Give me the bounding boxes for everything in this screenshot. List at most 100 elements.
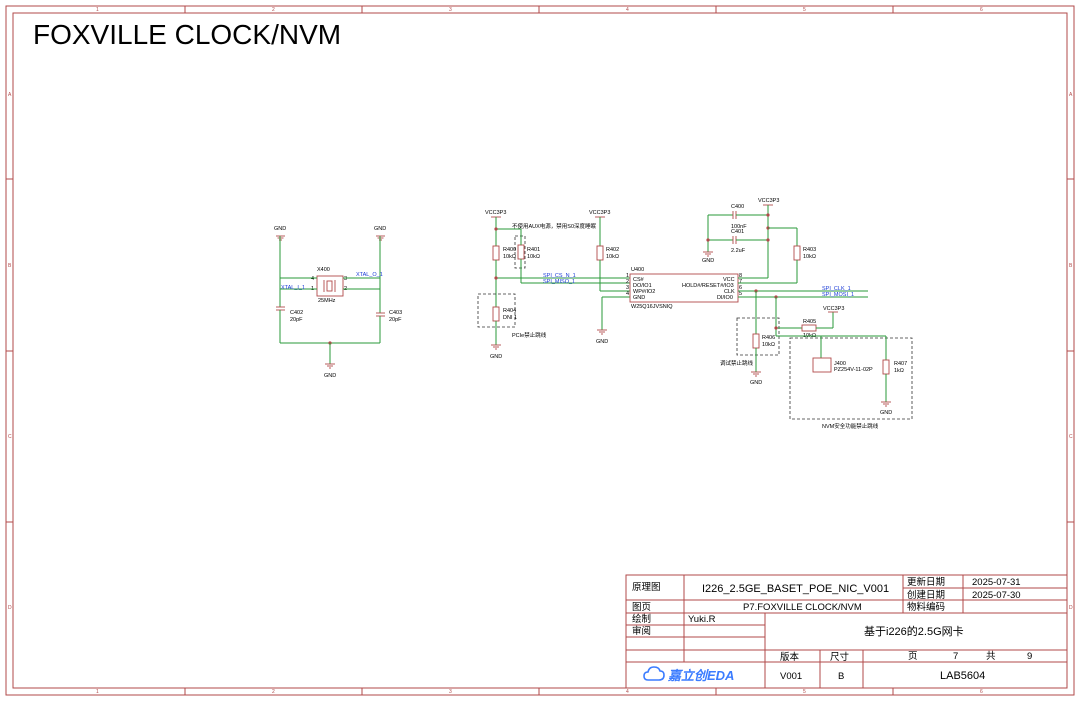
c401-value: 2.2uF	[731, 248, 746, 254]
gnd-label-r404: GND	[490, 354, 502, 360]
crystal-x400	[316, 275, 344, 297]
resistor-r407	[882, 359, 890, 375]
crystal-pin3: 3	[344, 276, 347, 282]
sheet-frame: 1 2 3 4 5 6 1 2 3 4 5 6 A B C D A B C D	[5, 5, 1075, 696]
r402-value: 10kΩ	[606, 254, 619, 260]
size-value: B	[838, 671, 844, 682]
u400-part: W25Q16JVSNIQ	[631, 304, 673, 310]
update-label: 更新日期	[907, 576, 945, 588]
resistor-r400	[492, 245, 500, 261]
net-spi-cs: SPI_CS_N_1	[543, 273, 576, 279]
ruler-bottom-6: 6	[980, 689, 983, 695]
vcc-label-decoupling: VCC3P3	[758, 198, 779, 204]
u400-ref: U400	[631, 267, 644, 273]
drawn-by: Yuki.R	[688, 614, 716, 625]
net-xtal-i: XTAL_I_1	[281, 285, 305, 291]
drawn-label: 绘制	[632, 613, 651, 625]
ruler-left-b: B	[8, 263, 12, 269]
pcie-jumper-note: PCIe禁止跳线	[512, 331, 547, 339]
u400-num5: 5	[739, 291, 742, 297]
u400-pin-do: DO/IO1	[633, 283, 652, 289]
u400-pin-hold: HOLD#/RESET#/IO3	[682, 283, 734, 289]
u400-num7: 7	[739, 279, 742, 285]
resistor-r405	[801, 324, 817, 332]
u400-num2: 2	[626, 279, 629, 285]
u400-num3: 3	[626, 285, 629, 291]
version-value: V001	[780, 671, 802, 682]
gnd-symbol-left	[276, 235, 285, 278]
jumper-box-nvm	[789, 337, 913, 420]
r403-ref: R403	[803, 247, 816, 253]
ruler-bottom-2: 2	[272, 689, 275, 695]
resistor-r404	[492, 306, 500, 322]
clock-circuit: GND GND X400 25MHz 1 2 3 4 XTAL_I_1 XTAL…	[274, 226, 402, 379]
c402-ref: C402	[290, 310, 303, 316]
r403-value: 10kΩ	[803, 254, 816, 260]
gnd-label-decoupling: GND	[702, 258, 714, 264]
page-number: 7	[953, 651, 958, 662]
vcc-label-r402: VCC3P3	[589, 210, 610, 216]
gnd-label-clock: GND	[324, 373, 336, 379]
gnd-label-flash: GND	[596, 339, 608, 345]
create-label: 创建日期	[907, 589, 945, 601]
r407-ref: R407	[894, 361, 907, 367]
debug-jumper-note: 调试禁止跳线	[720, 359, 754, 367]
board-description: 基于i226的2.5G网卡	[864, 624, 964, 638]
project-name: I226_2.5GE_BASET_POE_NIC_V001	[702, 583, 889, 595]
page-title: FOXVILLE CLOCK/NVM	[33, 19, 341, 50]
jumper-box-r401	[514, 235, 526, 269]
total-word: 共	[986, 651, 996, 662]
r404-value: DNI	[503, 315, 513, 321]
eda-logo-text: 嘉立创EDA	[667, 668, 734, 683]
r400-value: 10kΩ	[503, 254, 516, 260]
ruler-top-1: 1	[96, 7, 99, 13]
crystal-ref: X400	[317, 267, 330, 273]
ruler-right-c: C	[1069, 434, 1073, 440]
net-spi-mosi: SPI_MOSI_1	[822, 292, 854, 298]
r401-ref: R401	[527, 247, 540, 253]
ruler-bottom-5: 5	[803, 689, 806, 695]
ruler-top-2: 2	[272, 7, 275, 13]
ruler-top-4: 4	[626, 7, 629, 13]
gnd-label-left: GND	[274, 226, 286, 232]
j400-ref: J400	[834, 361, 846, 367]
ruler-left-d: D	[8, 605, 12, 611]
ruler-bottom-3: 3	[449, 689, 452, 695]
resistor-r402	[596, 245, 604, 261]
material-label: 物料编码	[907, 601, 945, 613]
r400-ref: R400	[503, 247, 516, 253]
net-spi-clk: SPI_CLK_1	[822, 286, 851, 292]
vcc-label-r400: VCC3P3	[485, 210, 506, 216]
page-total: 9	[1027, 651, 1032, 662]
r406-ref: R406	[762, 335, 775, 341]
nvm-jumper-note: NVM安全功能禁止跳线	[822, 422, 879, 430]
pullup-circuit: VCC3P3 R400 10kΩ 不使用AUX电源，禁用S0深度睡眠 R401 …	[477, 210, 630, 360]
gnd-label-r406: GND	[750, 380, 762, 386]
u400-num8: 8	[739, 273, 742, 279]
ruler-left-c: C	[8, 434, 12, 440]
flash-chip-u400: U400 W25Q16JVSNIQ CS# DO/IO1 WP#/IO2 GND…	[626, 267, 742, 310]
c402-value: 20pF	[290, 317, 303, 323]
r402-ref: R402	[606, 247, 619, 253]
r406-value: 10kΩ	[762, 342, 775, 348]
u400-num1: 1	[626, 273, 629, 279]
ruler-right-b: B	[1069, 263, 1073, 269]
j400-part: PZ254V-11-02P	[834, 367, 873, 373]
size-label: 尺寸	[830, 651, 850, 663]
resistor-r406	[752, 333, 760, 349]
page-word: 页	[908, 651, 918, 662]
net-spi-miso: SPI_MISO_1	[543, 279, 575, 285]
decoupling-circuit: VCC3P3 C400 100nF C401 2.2uF GND R403 10…	[702, 198, 816, 284]
resistor-r403	[793, 245, 801, 261]
gnd-label-right: GND	[374, 226, 386, 232]
u400-pin-clk: CLK	[724, 289, 735, 295]
page-name: P7.FOXVILLE CLOCK/NVM	[743, 602, 862, 613]
cloud-logo-icon	[643, 666, 665, 681]
ruler-right-a: A	[1069, 92, 1073, 98]
vcc-label-r405: VCC3P3	[823, 306, 844, 312]
doc-number: LAB5604	[940, 670, 985, 682]
ruler-top-5: 5	[803, 7, 806, 13]
r404-pin: 1	[514, 315, 517, 321]
title-block: 原理图 I226_2.5GE_BASET_POE_NIC_V001 更新日期 2…	[625, 574, 1068, 689]
